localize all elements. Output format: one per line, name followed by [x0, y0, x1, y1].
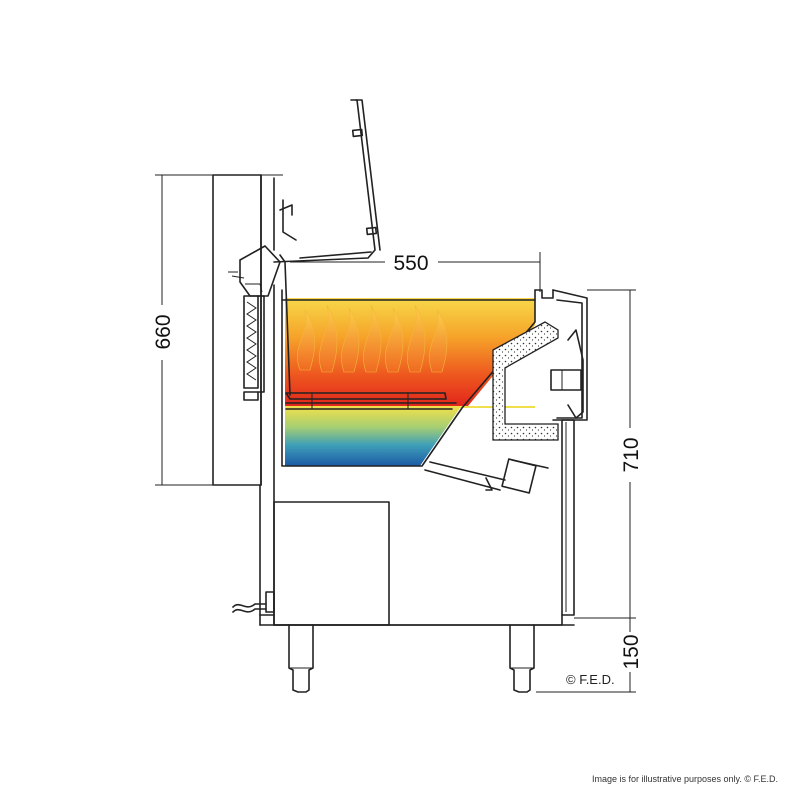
flame-tongues	[297, 304, 448, 373]
drain-valve	[424, 458, 549, 494]
dimension-660: 660	[152, 174, 213, 486]
dimension-150-label: 150	[620, 634, 643, 669]
rear-leg	[509, 624, 535, 693]
dimension-710: 710	[574, 289, 643, 619]
flue-panel	[212, 174, 283, 486]
dimension-660-label: 660	[152, 314, 175, 349]
basket-hanger	[279, 199, 297, 241]
burner-section	[492, 289, 588, 616]
dimension-550-label: 550	[393, 252, 428, 275]
disclaimer-text: Image is for illustrative purposes only.…	[591, 774, 778, 784]
fry-tank	[279, 254, 536, 467]
oil-zone	[285, 406, 535, 466]
dimension-710-label: 710	[620, 437, 643, 472]
copyright-mark: © F.E.D.	[566, 672, 615, 687]
control-head	[228, 245, 281, 401]
fryer-body	[232, 284, 575, 626]
dimension-550: 550	[290, 252, 541, 292]
basket-handle	[273, 99, 381, 263]
front-leg	[288, 624, 314, 693]
insulation-block	[492, 321, 559, 441]
dimension-150: 150	[536, 618, 643, 693]
